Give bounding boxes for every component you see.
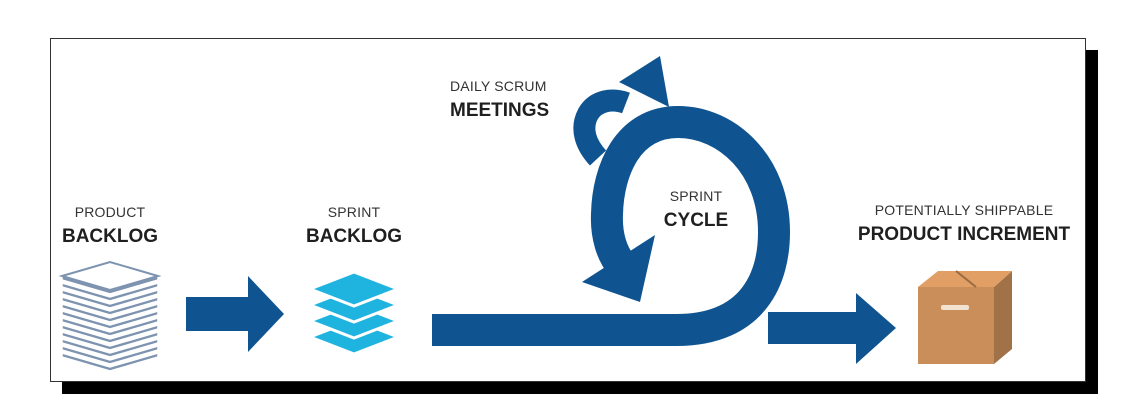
paper-sheet [61,331,159,351]
product-label: PRODUCT [74,204,146,220]
paper-top-sheet [58,260,162,292]
paper-sheet [61,310,159,330]
sprint-cycle-label: CYCLE [663,210,729,231]
daily-scrum-loop-arrow [573,89,630,166]
paper-sheet [61,282,159,302]
sprint-cycle-arrowhead [582,235,655,302]
sprint-backlog-label: BACKLOG [305,226,403,247]
paper-sheet [61,289,159,309]
paper-sheet [61,324,159,344]
sprint-cycle-small-label: SPRINT [669,188,723,204]
paper-sheet [61,296,159,316]
meetings-label: MEETINGS [450,100,550,121]
stack-layer [305,270,403,308]
layered-stack-icon [305,270,403,356]
paper-sheet [61,352,159,372]
stack-of-papers-icon [58,260,162,372]
paper-sheet [61,345,159,365]
arrow-to-product-increment [768,293,896,364]
paper-sheet [61,303,159,323]
daily-scrum-arrowhead [619,56,669,107]
product-increment-label: PRODUCT INCREMENT [857,224,1071,245]
daily-scrum-label: DAILY SCRUM [450,78,547,94]
paper-sheet [61,338,159,358]
sprint-cycle-loop-arrow [432,105,791,346]
sprint-label: SPRINT [327,204,381,220]
arrow-to-sprint-backlog [186,276,284,352]
paper-sheet [61,317,159,337]
product-backlog-label: BACKLOG [61,226,159,247]
potentially-shippable-label: POTENTIALLY SHIPPABLE [874,202,1054,218]
cardboard-box-icon [918,270,1012,364]
